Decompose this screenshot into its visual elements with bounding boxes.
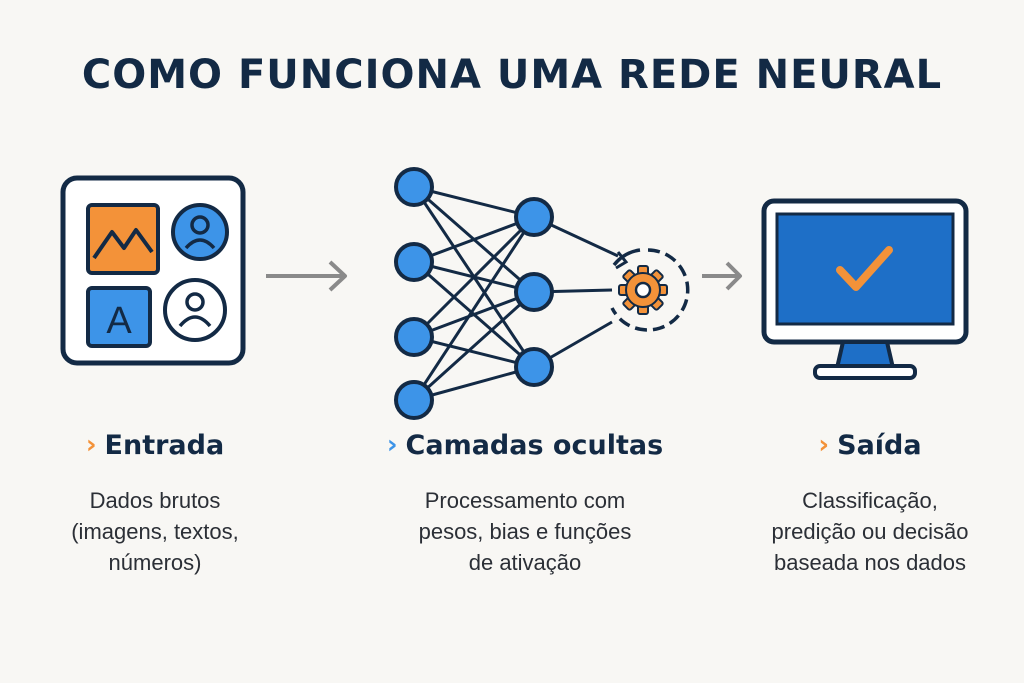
chevron-right-icon: › (386, 430, 398, 460)
neuron-node (514, 197, 554, 237)
network-edge (412, 216, 536, 401)
neuron-node (394, 167, 434, 207)
network-edge (412, 215, 536, 339)
section-hidden-description: Processamento com pesos, bias e funções … (418, 488, 632, 575)
neuron-node (394, 242, 434, 282)
network-edge (413, 185, 535, 219)
section-input-title: › Entrada (30, 425, 280, 465)
svg-text:A: A (106, 300, 132, 342)
network-edge (413, 215, 535, 264)
arrow-input-to-network (266, 260, 347, 292)
arrow-network-to-output (702, 261, 742, 291)
network-edge (413, 290, 535, 339)
neuron-node (394, 317, 434, 357)
section-output-description: Classificação, predição ou decisão basea… (771, 488, 969, 575)
section-input-label: Entrada (104, 429, 225, 461)
monitor-icon (761, 198, 969, 380)
letter-a-icon: A (86, 286, 152, 348)
neuron-node (514, 347, 554, 387)
network-edge (412, 290, 536, 402)
chevron-right-icon: › (85, 430, 97, 460)
section-hidden: › Camadas ocultas Processamento com peso… (360, 425, 690, 578)
section-output-title: › Saída (725, 425, 1015, 465)
section-hidden-title: › Camadas ocultas (360, 425, 690, 465)
gear-icon (610, 248, 690, 332)
network-nodes (394, 167, 554, 420)
neuron-node (394, 380, 434, 420)
page-title: COMO FUNCIONA UMA REDE NEURAL (81, 52, 943, 98)
user-icon (171, 203, 229, 261)
chevron-right-icon: › (818, 430, 830, 460)
section-input-description: Dados brutos (imagens, textos, números) (71, 488, 239, 575)
section-input: › Entrada Dados brutos (imagens, textos,… (30, 425, 280, 578)
input-panel: A (60, 175, 246, 366)
user-outline-icon (163, 278, 227, 342)
image-icon (86, 203, 160, 275)
neuron-node (514, 272, 554, 312)
network-edge (413, 365, 535, 402)
section-output: › Saída Classificação, predição ou decis… (725, 425, 1015, 578)
checkmark-icon (836, 246, 893, 291)
network-edges (412, 185, 619, 402)
network-edge (413, 335, 535, 369)
section-hidden-label: Camadas ocultas (405, 429, 664, 461)
section-output-label: Saída (837, 429, 922, 461)
